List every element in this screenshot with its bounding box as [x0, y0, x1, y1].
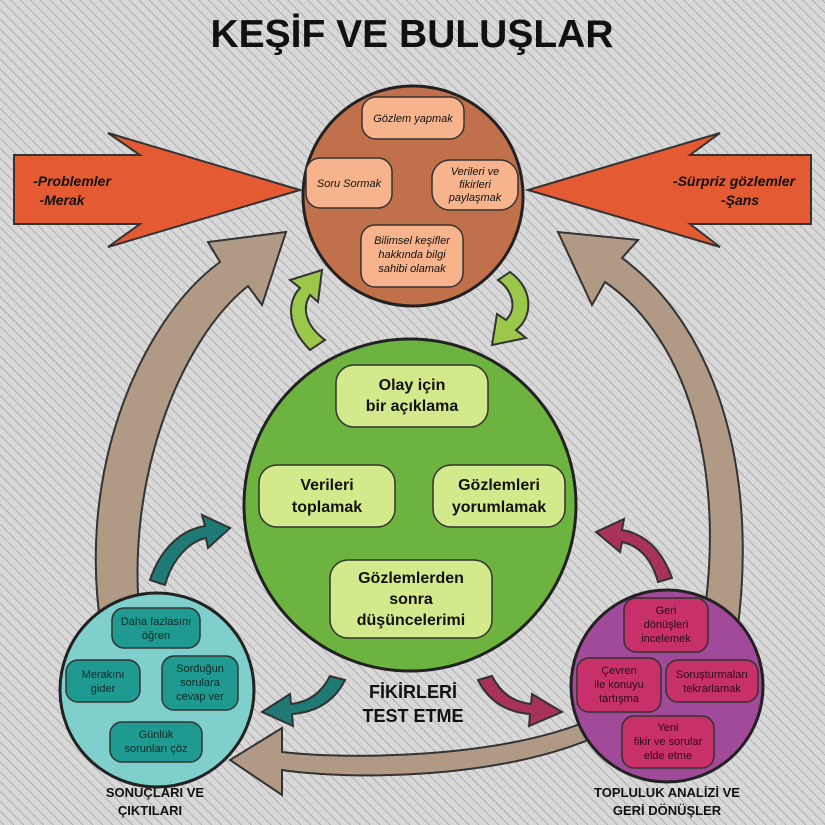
loop-arrow-right: [556, 230, 744, 641]
top-item-box-0: [361, 96, 465, 140]
left-item-1-line-0: Merakını: [82, 669, 125, 681]
center-item-2-line-0: Gözlemleri: [458, 477, 540, 494]
right-item-3-line-2: elde etme: [644, 750, 692, 762]
right-item-1-line-0: Çevren: [601, 665, 636, 677]
right-item-3-line-1: fikir ve sorular: [634, 736, 703, 748]
left-circle: [58, 591, 256, 789]
right-arrow-line-2: -Şans: [721, 192, 759, 208]
center-item-2-line-1: yorumlamak: [452, 499, 546, 516]
teal-cycle-arrows: [148, 513, 347, 728]
top-circle-items: [305, 96, 519, 288]
left-item-box-0: [111, 607, 201, 649]
top-circle: [301, 84, 525, 308]
right-item-box-0: [623, 597, 709, 653]
left-item-1-line-1: gider: [91, 683, 116, 695]
center-item-0-line-1: bir açıklama: [366, 398, 459, 415]
right-item-1-line-2: tartışma: [599, 693, 640, 705]
left-caption-line-0: SONUÇLARI VE: [106, 785, 205, 800]
top-item-0-line-0: Gözlem yapmak: [373, 113, 453, 125]
center-caption-line-0: FİKİRLERİ: [369, 682, 457, 702]
crimson-arrow-right-icon: [476, 674, 565, 728]
top-item-3-line-0: Bilimsel keşifler: [374, 235, 451, 247]
top-item-2-line-0: Verileri ve: [451, 166, 500, 178]
green-arrow-down-icon: [490, 270, 530, 347]
top-item-2-line-2: paylaşmak: [448, 192, 502, 204]
center-circle-items: [258, 364, 566, 639]
center-item-1-line-0: Verileri: [300, 477, 353, 494]
left-item-box-3: [109, 721, 203, 763]
center-item-box-2: [432, 464, 566, 528]
top-item-3-line-1: hakkında bilgi: [378, 249, 446, 261]
top-item-box-1: [305, 157, 393, 209]
center-item-3-line-2: düşüncelerimi: [357, 612, 465, 629]
left-caption-line-1: ÇIKTILARI: [118, 803, 182, 818]
center-item-box-3: [329, 559, 493, 639]
left-item-2-line-0: Sorduğun: [176, 663, 224, 675]
center-item-3-line-1: sonra: [389, 591, 433, 608]
right-item-box-2: [665, 659, 759, 703]
left-item-box-2: [161, 655, 239, 711]
right-item-box-3: [621, 715, 715, 769]
right-circle-items: [576, 597, 759, 769]
right-item-1-line-1: ile konuyu: [594, 679, 644, 691]
top-item-1-line-0: Soru Sormak: [317, 178, 382, 190]
right-arrow-line-1: -Sürpriz gözlemler: [673, 173, 797, 189]
teal-arrow-left-icon: [259, 674, 347, 728]
teal-arrow-up-icon: [148, 513, 232, 587]
green-arrow-up-icon: [287, 268, 327, 352]
right-caption-line-1: GERİ DÖNÜŞLER: [613, 803, 722, 818]
loop-arrow-bottom: [228, 718, 602, 797]
right-item-3-line-0: Yeni: [657, 722, 678, 734]
left-item-2-line-2: cevap ver: [176, 691, 224, 703]
left-input-arrow: [13, 132, 304, 248]
center-caption-line-1: TEST ETME: [362, 706, 463, 726]
center-circle: [242, 337, 578, 673]
right-item-2-line-0: Soruşturmaları: [676, 669, 748, 681]
left-item-box-1: [65, 659, 141, 703]
right-item-box-1: [576, 657, 662, 713]
right-item-0-line-0: Geri: [656, 605, 677, 617]
crimson-cycle-arrows: [476, 517, 674, 728]
right-item-2-line-1: tekrarlamak: [683, 683, 741, 695]
right-input-arrow: [524, 132, 812, 248]
right-item-0-line-1: dönüşleri: [644, 619, 689, 631]
top-item-2-line-1: fikirleri: [459, 179, 491, 191]
left-item-3-line-0: Günlük: [139, 729, 174, 741]
center-item-box-0: [335, 364, 489, 428]
left-arrow-line-2: -Merak: [39, 192, 85, 208]
center-item-1-line-1: toplamak: [292, 499, 362, 516]
left-arrow-line-1: -Problemler: [33, 173, 112, 189]
side-arrows: [13, 132, 812, 248]
top-item-3-line-2: sahibi olamak: [378, 263, 446, 275]
left-circle-items: [65, 607, 239, 763]
left-item-3-line-1: sorunları çöz: [125, 743, 188, 755]
crimson-arrow-up-icon: [594, 517, 674, 584]
center-item-box-1: [258, 464, 396, 528]
diagram-title: KEŞİF VE BULUŞLAR: [210, 13, 613, 56]
center-item-3-line-0: Gözlemlerden: [358, 570, 464, 587]
right-caption-line-0: TOPLULUK ANALİZİ VE: [594, 785, 740, 800]
green-cycle-arrows: [287, 268, 530, 352]
left-item-0-line-0: Daha fazlasını: [121, 616, 191, 628]
left-item-2-line-1: sorulara: [180, 677, 221, 689]
top-item-box-3: [360, 224, 464, 288]
top-item-box-2: [431, 159, 519, 211]
right-item-0-line-2: incelemek: [641, 633, 691, 645]
left-item-0-line-1: öğren: [142, 630, 170, 642]
center-item-0-line-0: Olay için: [379, 377, 446, 394]
